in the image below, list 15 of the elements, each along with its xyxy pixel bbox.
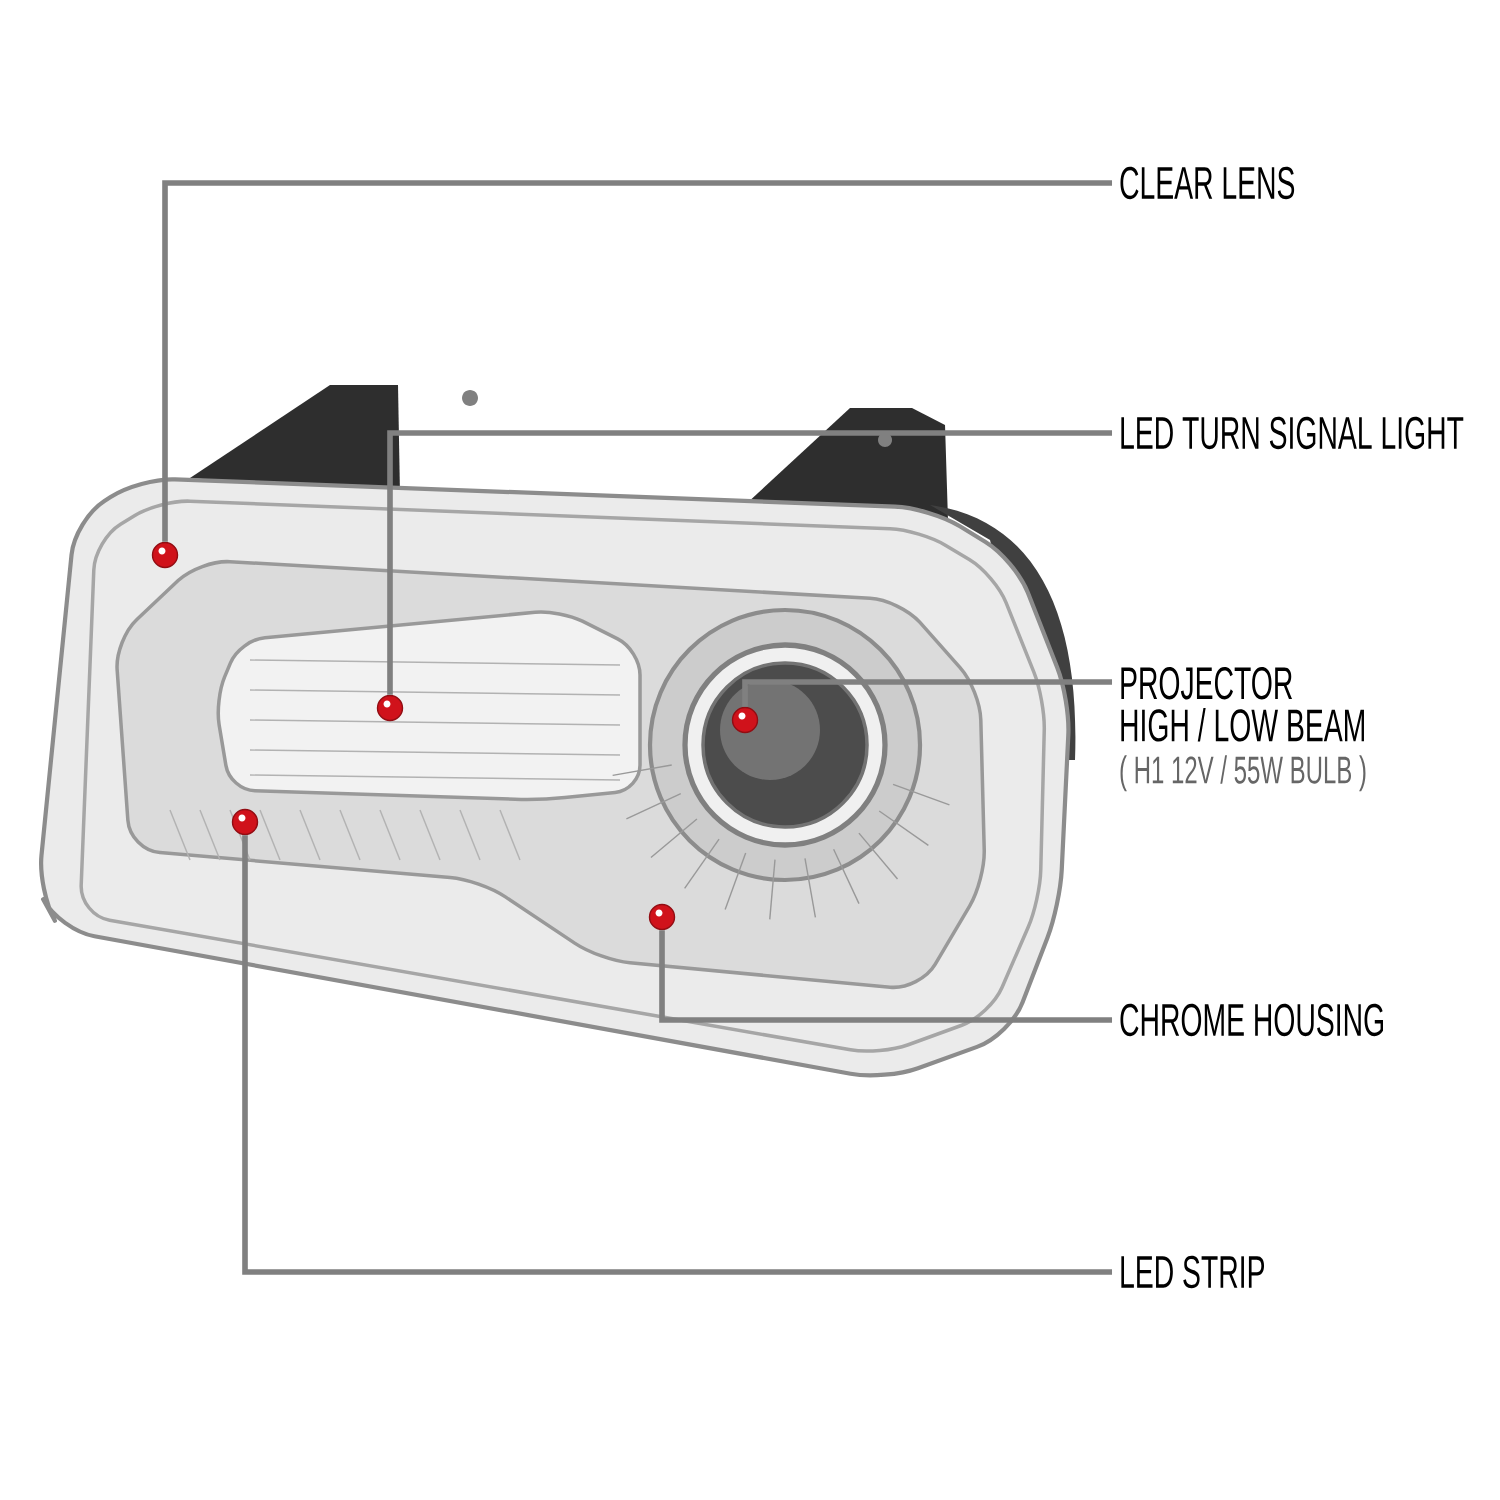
callout-label: CLEAR LENS [1120,166,1295,200]
callout-label: LED STRIP [1121,1255,1265,1289]
marker-dot [731,706,759,734]
callout-label: CHROME HOUSING [1120,1003,1383,1037]
marker-dot [376,694,404,722]
callout-label: PROJECTOR HIGH / LOW BEAM ( H1 12V / 55W BULB ) [1120,667,1366,792]
leader-line [242,835,1112,1275]
leader-line [742,679,1112,707]
marker-dot [151,541,179,569]
marker-dot [648,903,676,931]
callout-label: LED TURN SIGNAL LIGHT [1121,416,1464,450]
leader-line [659,930,1112,1023]
marker-dot [231,808,259,836]
leader-line [162,180,1112,542]
leader-line [387,430,1112,695]
